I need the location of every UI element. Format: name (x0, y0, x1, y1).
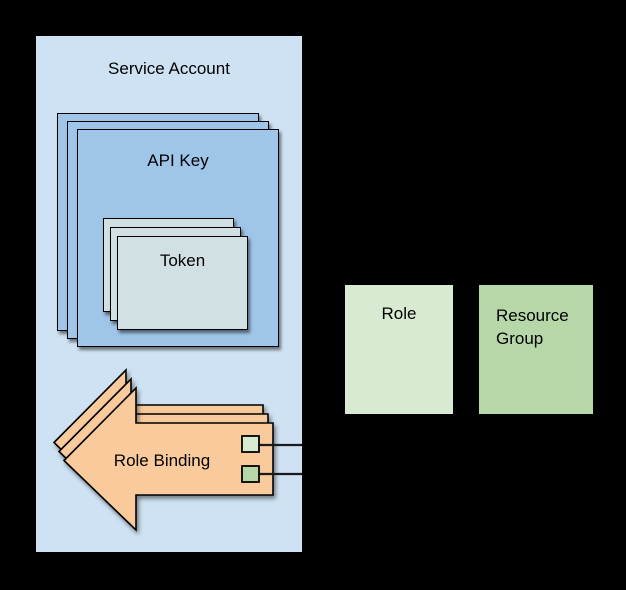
api-key-label: API Key (147, 151, 209, 170)
resource-group-connector-port (241, 465, 260, 483)
role-binding-arrow-front (62, 386, 274, 532)
role-binding-label: Role Binding (113, 451, 211, 470)
role-connector-port (241, 435, 260, 453)
role-label: Role (381, 304, 417, 323)
token-box: Token (117, 236, 248, 330)
service-account-label: Service Account (108, 59, 230, 78)
resource-group-label: Resource Group (496, 306, 569, 348)
resource-group-box: Resource Group (479, 285, 593, 414)
role-box: Role (345, 285, 453, 414)
token-label: Token (159, 251, 206, 270)
